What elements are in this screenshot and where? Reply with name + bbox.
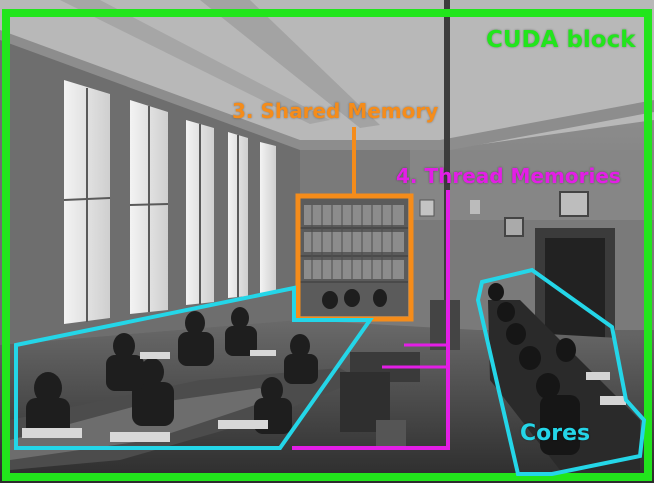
cores-right-outline <box>475 267 647 476</box>
shared-memory-box <box>295 193 414 322</box>
thread-memories-label: 4. Thread Memories <box>396 164 621 188</box>
shared-memory-label: 3. Shared Memory <box>232 99 439 123</box>
thread-memories-bracket <box>292 190 450 450</box>
cuda-block-outline <box>2 9 652 481</box>
cuda-block-label: CUDA block <box>486 27 636 53</box>
cores-label: Cores <box>520 421 591 446</box>
cores-left-outline <box>14 285 374 450</box>
